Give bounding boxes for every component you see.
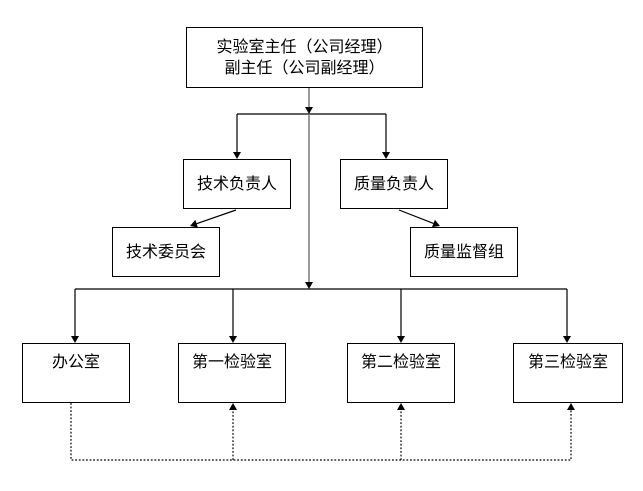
- node-tech-committee: 技术委员会: [112, 227, 220, 277]
- node-label: 技术负责人: [196, 175, 277, 193]
- arrowhead-feedback-lab-1: [229, 403, 237, 410]
- arrowhead-to-tech-leader: [233, 152, 241, 159]
- arrowhead-to-lab-1: [229, 336, 237, 343]
- node-label: 第三检验室: [527, 354, 608, 371]
- node-label: 技术委员会: [125, 243, 206, 261]
- arrowhead-to-lab-3: [563, 336, 571, 343]
- arrowhead-center-to-branch2: [305, 282, 313, 289]
- arrowhead-tech-to-committee: [190, 219, 198, 228]
- arrowhead-office-feedback-loop: [567, 403, 575, 410]
- arrowhead-director-to-branch1: [305, 107, 313, 114]
- node-label: 质量负责人: [353, 175, 434, 193]
- arrowhead-feedback-lab-2: [397, 403, 405, 410]
- node-director: 实验室主任（公司经理） 副主任（公司副经理）: [186, 27, 423, 88]
- node-tech-leader: 技术负责人: [183, 159, 291, 209]
- node-lab-1: 第一检验室: [178, 343, 286, 403]
- node-label: 办公室: [51, 354, 100, 371]
- node-label: 质量监督组: [423, 243, 504, 261]
- node-quality-leader: 质量负责人: [340, 159, 448, 209]
- node-quality-supervision: 质量监督组: [410, 227, 518, 277]
- arrowhead-to-quality-leader: [382, 152, 390, 159]
- node-label: 副主任（公司副经理）: [224, 59, 385, 77]
- connector-office-feedback-loop: [70, 403, 572, 461]
- arrowhead-to-lab-2: [397, 336, 405, 343]
- arrowhead-to-office: [71, 336, 79, 343]
- node-label: 第二检验室: [360, 354, 441, 371]
- connector-quality-to-supervision: [398, 209, 434, 225]
- connector-tech-to-committee: [196, 209, 237, 225]
- node-office: 办公室: [22, 343, 130, 403]
- node-label: 第一检验室: [191, 354, 272, 371]
- node-label: 实验室主任（公司经理）: [216, 38, 393, 56]
- node-lab-2: 第二检验室: [347, 343, 455, 403]
- node-lab-3: 第三检验室: [513, 343, 623, 403]
- arrowhead-quality-to-supervision: [432, 219, 440, 228]
